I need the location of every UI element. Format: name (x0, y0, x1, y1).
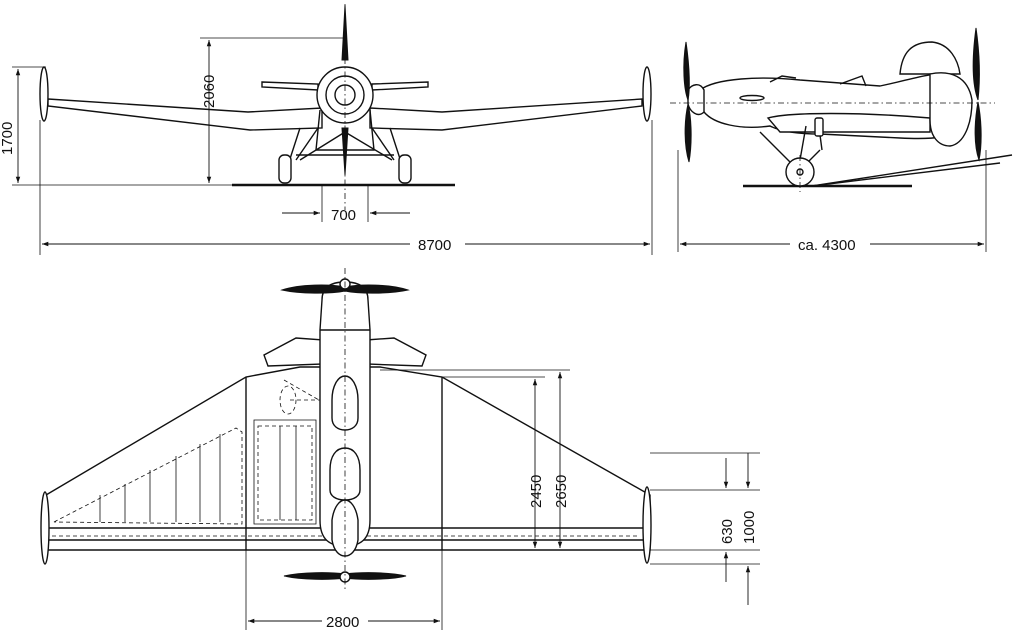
wheel-track-label: 700 (331, 207, 356, 224)
top-dimensions: 2450 2650 630 1000 2800 (245, 369, 760, 631)
top-view (40, 268, 652, 590)
front-dimensions: 1700 2060 700 8700 (0, 37, 653, 255)
chord-root-label: 2650 (553, 475, 570, 508)
length-label: ca. 4300 (798, 237, 856, 254)
side-dimensions: ca. 4300 (677, 150, 987, 254)
front-view (39, 4, 652, 210)
center-section-width-label: 2800 (326, 614, 359, 631)
prop-height-label: 2060 (201, 75, 218, 108)
gear-height-label: 1700 (0, 122, 16, 155)
tip-chord-outer-label: 1000 (741, 511, 758, 544)
tip-chord-inner-label: 630 (719, 519, 736, 544)
span-label: 8700 (418, 237, 451, 254)
chord-inner-label: 2450 (528, 475, 545, 508)
side-view (670, 27, 1013, 192)
